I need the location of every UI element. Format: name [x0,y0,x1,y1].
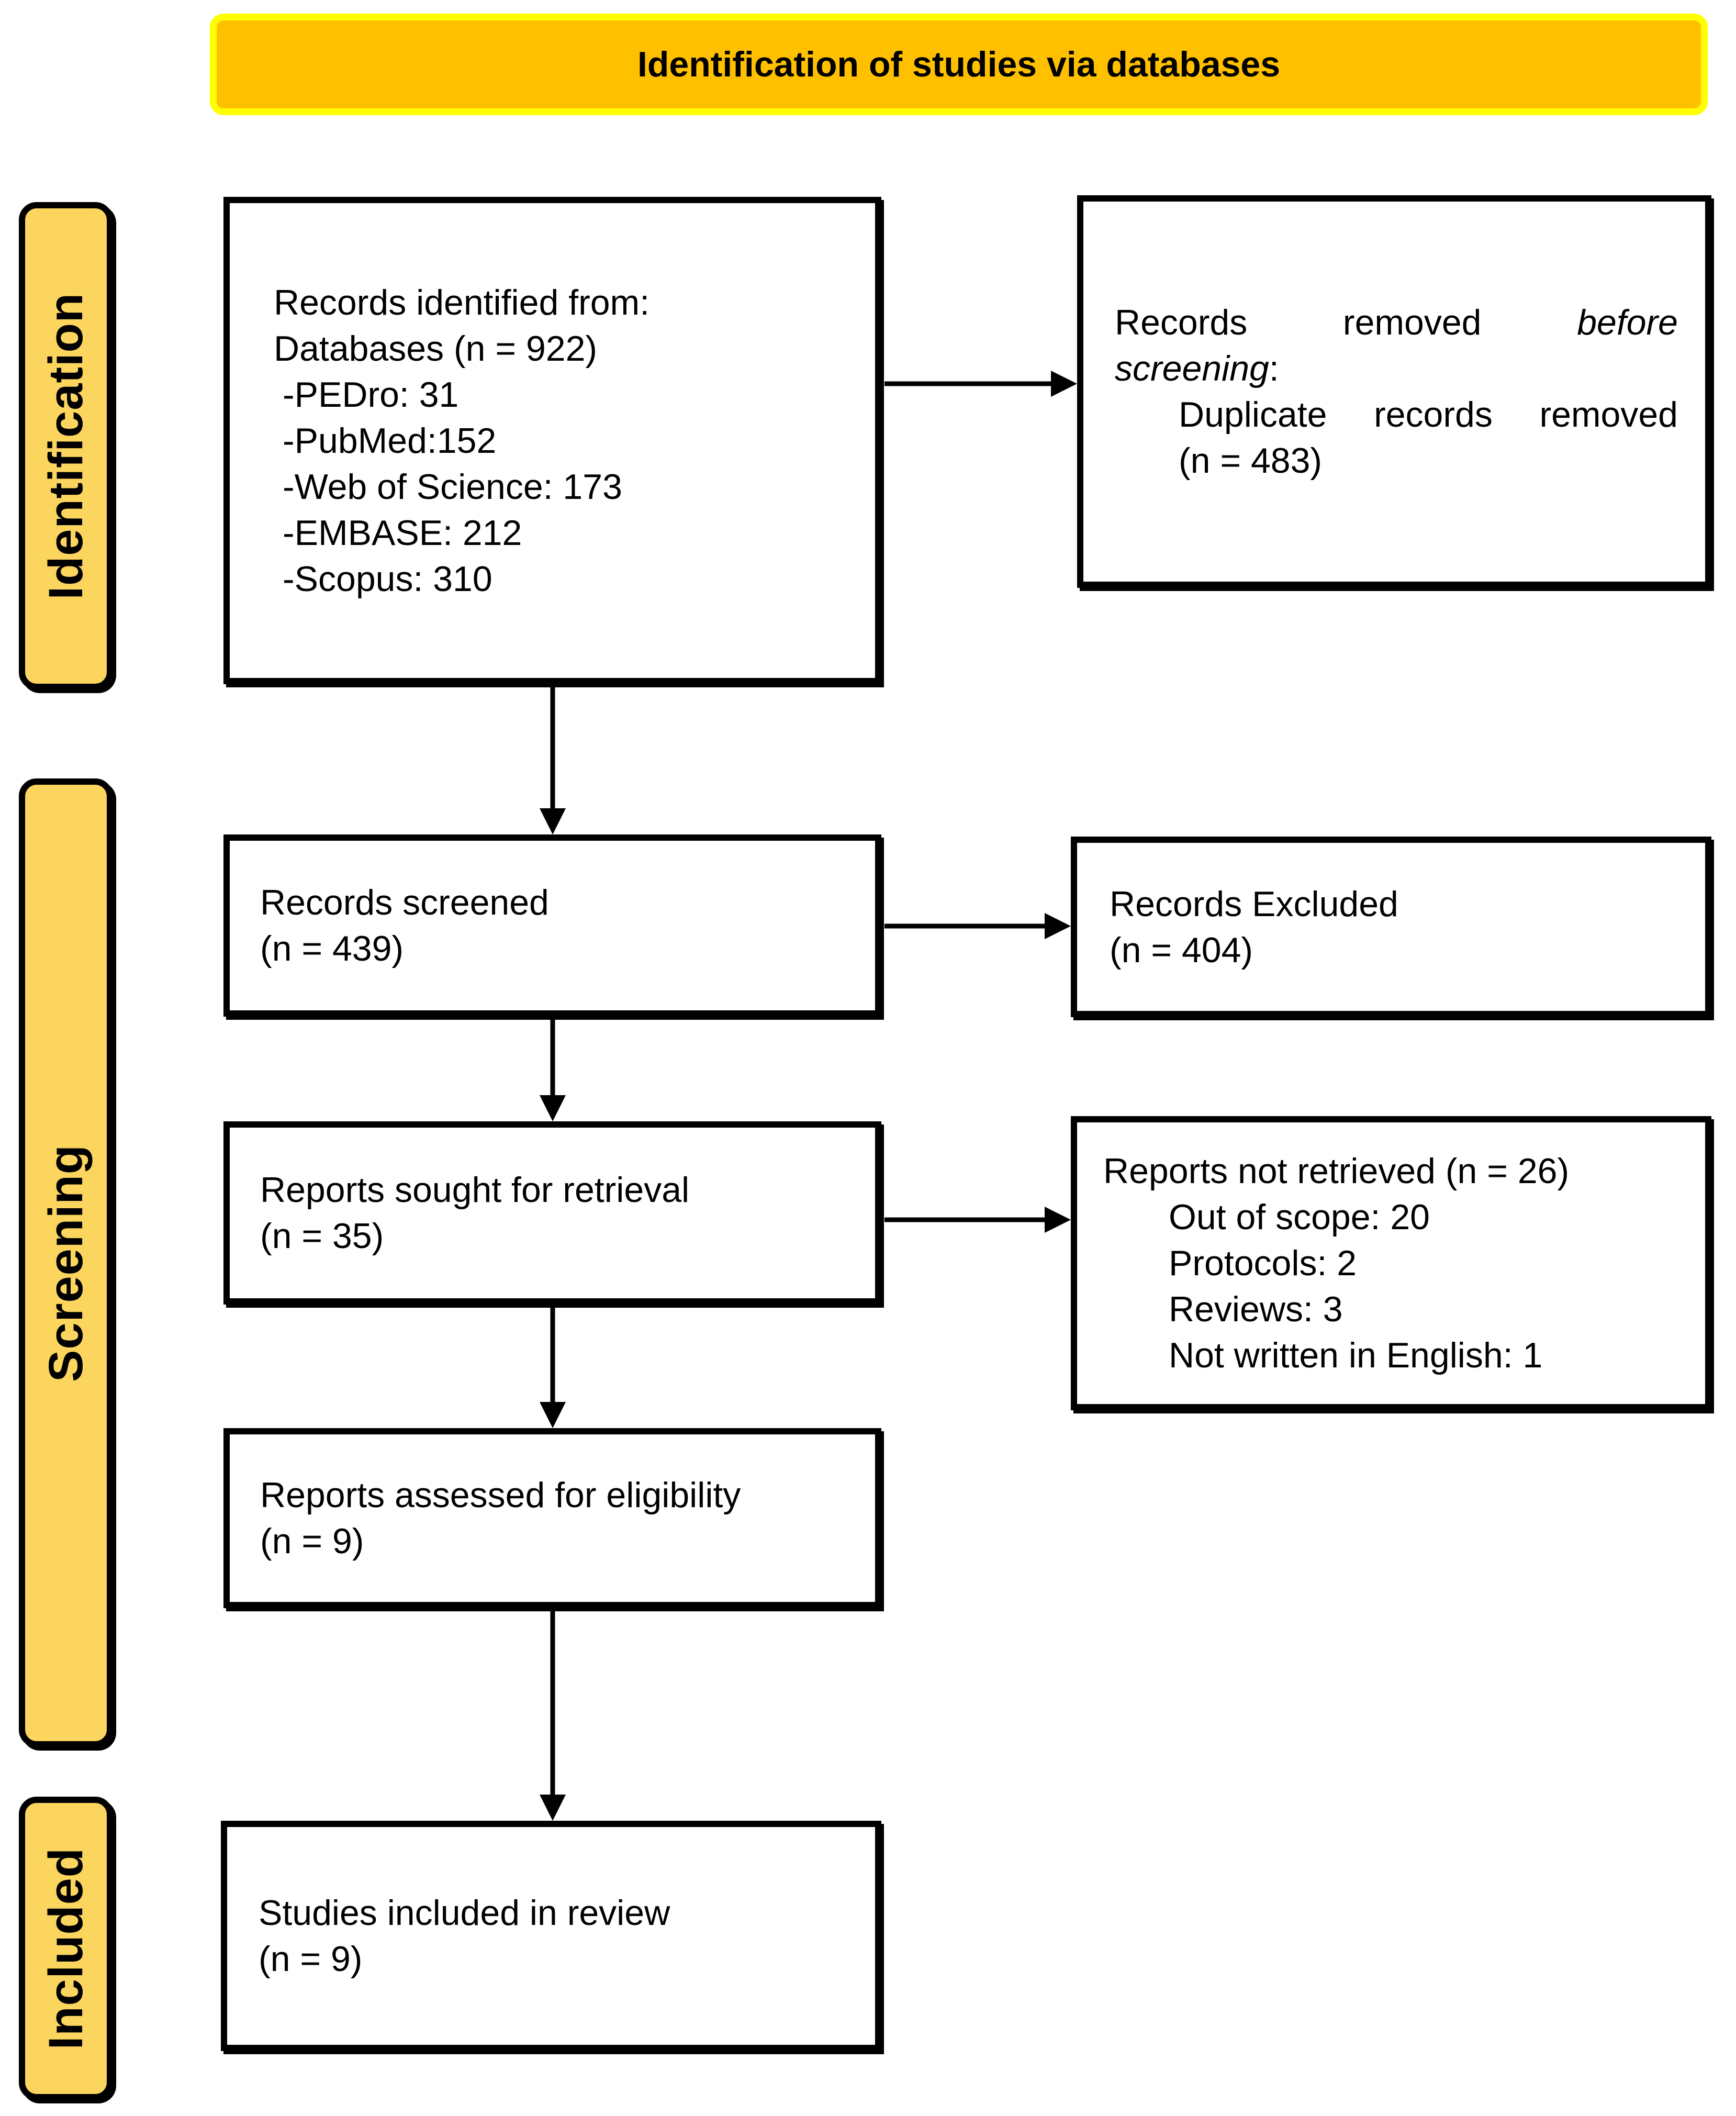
text-line: screening: [1115,346,1678,392]
text-line: Reports sought for retrieval [260,1170,690,1210]
box-records-removed: Records removed before screening: Duplic… [1077,195,1711,588]
stage-identification-label: Identification [39,292,93,600]
banner: Identification of studies via databases [210,14,1708,115]
arrow-sought-to-not-retrieved [884,1207,1071,1233]
stage-screening: Screening [19,778,113,1747]
reason-item: Reviews: 3 [1169,1289,1343,1329]
stage-identification: Identification [19,202,113,690]
text-line: Records Excluded [1110,884,1398,924]
box-records-identified: Records identified from: Databases (n = … [223,197,881,684]
box-reports-assessed: Reports assessed for eligibility (n = 9) [223,1428,881,1608]
text-line: Reports not retrieved (n = 26) [1103,1151,1570,1191]
arrow-identified-to-removed [884,371,1077,397]
text-line: Records identified from: [274,282,650,322]
box-records-excluded: Records Excluded (n = 404) [1071,837,1711,1017]
word: removed [1342,303,1482,342]
stage-included-label: Included [39,1847,93,2050]
arrow-screened-to-sought [540,1016,566,1121]
punctuation: : [1269,349,1279,388]
reason-item: Out of scope: 20 [1169,1197,1430,1237]
stage-screening-label: Screening [39,1144,93,1382]
arrow-screened-to-excluded [884,913,1071,939]
word: records [1374,395,1493,435]
count-line: (n = 9) [259,1939,363,1979]
text-line: Studies included in review [259,1893,670,1933]
reason-item: Protocols: 2 [1169,1243,1357,1283]
word-italic: before [1577,303,1678,342]
text-line: Duplicate records removed [1179,392,1678,438]
text-line: Databases (n = 922) [274,328,598,369]
word: removed [1539,395,1678,435]
count-line: (n = 439) [260,929,404,968]
box-reports-not-retrieved: Reports not retrieved (n = 26) Out of sc… [1071,1116,1711,1410]
count-line: (n = 35) [260,1216,384,1256]
box-records-screened: Records screened (n = 439) [223,834,881,1017]
arrow-identified-to-screened [540,683,566,834]
box-studies-included: Studies included in review (n = 9) [221,1821,881,2051]
box-reports-sought: Reports sought for retrieval (n = 35) [223,1121,881,1305]
reason-item: Not written in English: 1 [1169,1335,1543,1375]
word-italic: screening [1115,349,1269,388]
word: Duplicate [1179,395,1327,435]
count-line: (n = 9) [260,1521,364,1561]
word: Records [1115,303,1248,342]
text-line: Records screened [260,883,549,922]
arrow-assessed-to-included [540,1607,566,1821]
database-count-item: -PEDro: 31 [283,374,459,415]
text-line: Records removed before [1115,299,1678,346]
database-count-item: -EMBASE: 212 [283,513,522,553]
stage-included: Included [19,1797,113,2100]
arrow-sought-to-assessed [540,1304,566,1428]
database-count-item: -Web of Science: 173 [283,466,622,507]
database-count-item: -Scopus: 310 [283,559,492,599]
banner-title: Identification of studies via databases [637,44,1281,84]
count-line: (n = 483) [1179,441,1323,481]
database-count-item: -PubMed:152 [283,420,497,461]
count-line: (n = 404) [1110,930,1253,970]
text-line: Reports assessed for eligibility [260,1475,741,1515]
